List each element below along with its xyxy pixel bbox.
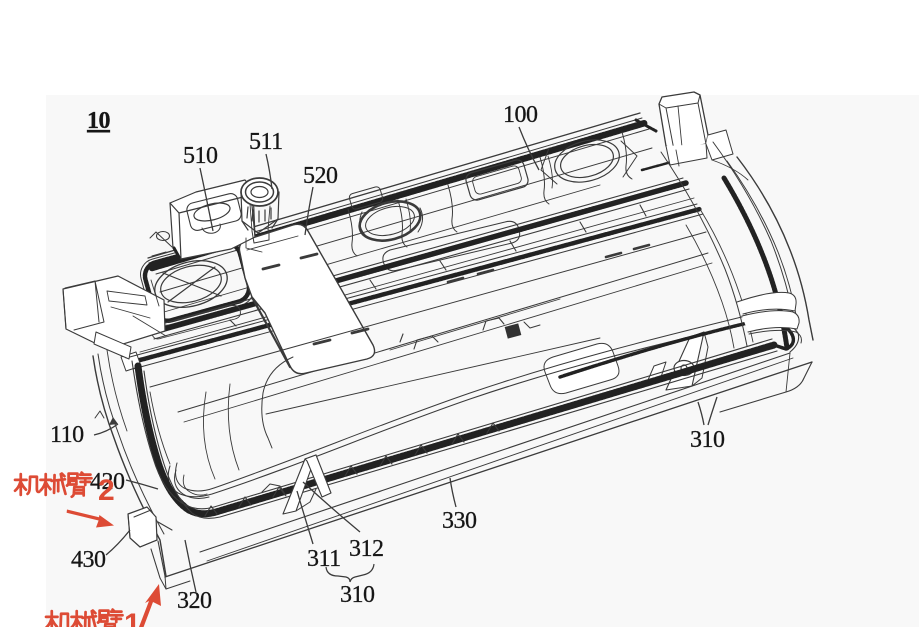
svg-text:510: 510 [183,143,218,169]
svg-text:311: 311 [307,546,341,572]
svg-text:110: 110 [50,422,84,448]
svg-text:511: 511 [249,129,283,155]
svg-text:310: 310 [690,427,725,453]
svg-text:330: 330 [442,508,477,534]
svg-text:100: 100 [503,102,538,128]
svg-text:430: 430 [71,547,106,573]
svg-text:10: 10 [87,108,111,134]
svg-text:520: 520 [303,163,338,189]
svg-text:310: 310 [340,582,375,608]
svg-text:2: 2 [98,474,115,507]
svg-text:312: 312 [349,536,384,562]
svg-text:1: 1 [124,608,141,627]
svg-text:320: 320 [177,588,212,614]
svg-text:420: 420 [90,469,125,495]
